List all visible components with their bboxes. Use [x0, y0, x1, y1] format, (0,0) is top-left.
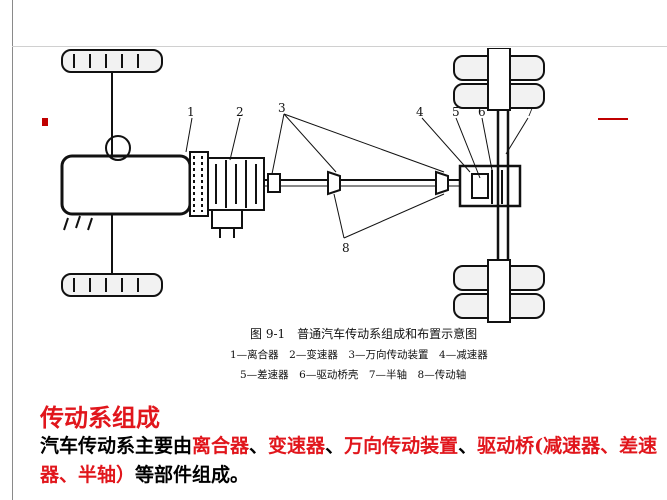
- slide-frame-left: [12, 0, 13, 500]
- separator: 、: [458, 435, 478, 457]
- separator: 、: [249, 435, 269, 457]
- front-left-wheel: [61, 49, 163, 73]
- callout-3: 3: [278, 101, 286, 115]
- callout-2: 2: [236, 105, 244, 119]
- term-universal-joint: 万向传动装置: [344, 435, 459, 457]
- callout-7: 7: [526, 105, 534, 119]
- callout-1: 1: [187, 105, 195, 119]
- body-prefix: 汽车传动系主要由: [40, 435, 193, 457]
- separator: 、: [325, 435, 345, 457]
- term-gearbox: 变速器: [268, 435, 326, 457]
- rear-left-wheels: [453, 48, 545, 111]
- term-clutch: 离合器: [192, 435, 250, 457]
- slide-accent-line: [598, 118, 628, 120]
- engine: [60, 135, 192, 231]
- section-body: 汽车传动系主要由离合器、变速器、万向传动装置、驱动桥(减速器、差速器、半轴）等部…: [40, 432, 660, 490]
- gearbox: [207, 157, 265, 238]
- slide-bullet: [42, 118, 48, 126]
- figure-caption: 图 9-1 普通汽车传动系组成和布置示意图: [250, 326, 477, 341]
- callout-8: 8: [342, 241, 350, 255]
- rear-axle: [496, 88, 510, 270]
- figure-legend-line2: 5—差速器 6—驱动桥壳 7—半轴 8—传动轴: [240, 368, 466, 381]
- slide-frame-top: [12, 46, 667, 47]
- section-title: 传动系组成: [40, 403, 160, 432]
- figure-legend-line1: 1—离合器 2—变速器 3—万向传动装置 4—减速器: [230, 348, 488, 361]
- body-suffix: 等部件组成。: [135, 464, 250, 486]
- drivetrain-diagram: 1 2 3 4 5 6 7 8 图 9-1 普通汽车传动系组成和布置示意图 1—…: [40, 48, 630, 388]
- callout-lines: [185, 113, 529, 239]
- callout-4: 4: [416, 105, 424, 119]
- rear-right-wheels: [453, 259, 545, 323]
- final-drive: [458, 164, 522, 208]
- front-right-wheel: [61, 273, 163, 297]
- callout-5: 5: [452, 105, 460, 119]
- callout-6: 6: [478, 105, 486, 119]
- clutch: [189, 151, 209, 217]
- term-drive-axle: 驱动桥(减速器、差速器、半轴）: [40, 435, 658, 486]
- propeller-shaft: [264, 170, 460, 196]
